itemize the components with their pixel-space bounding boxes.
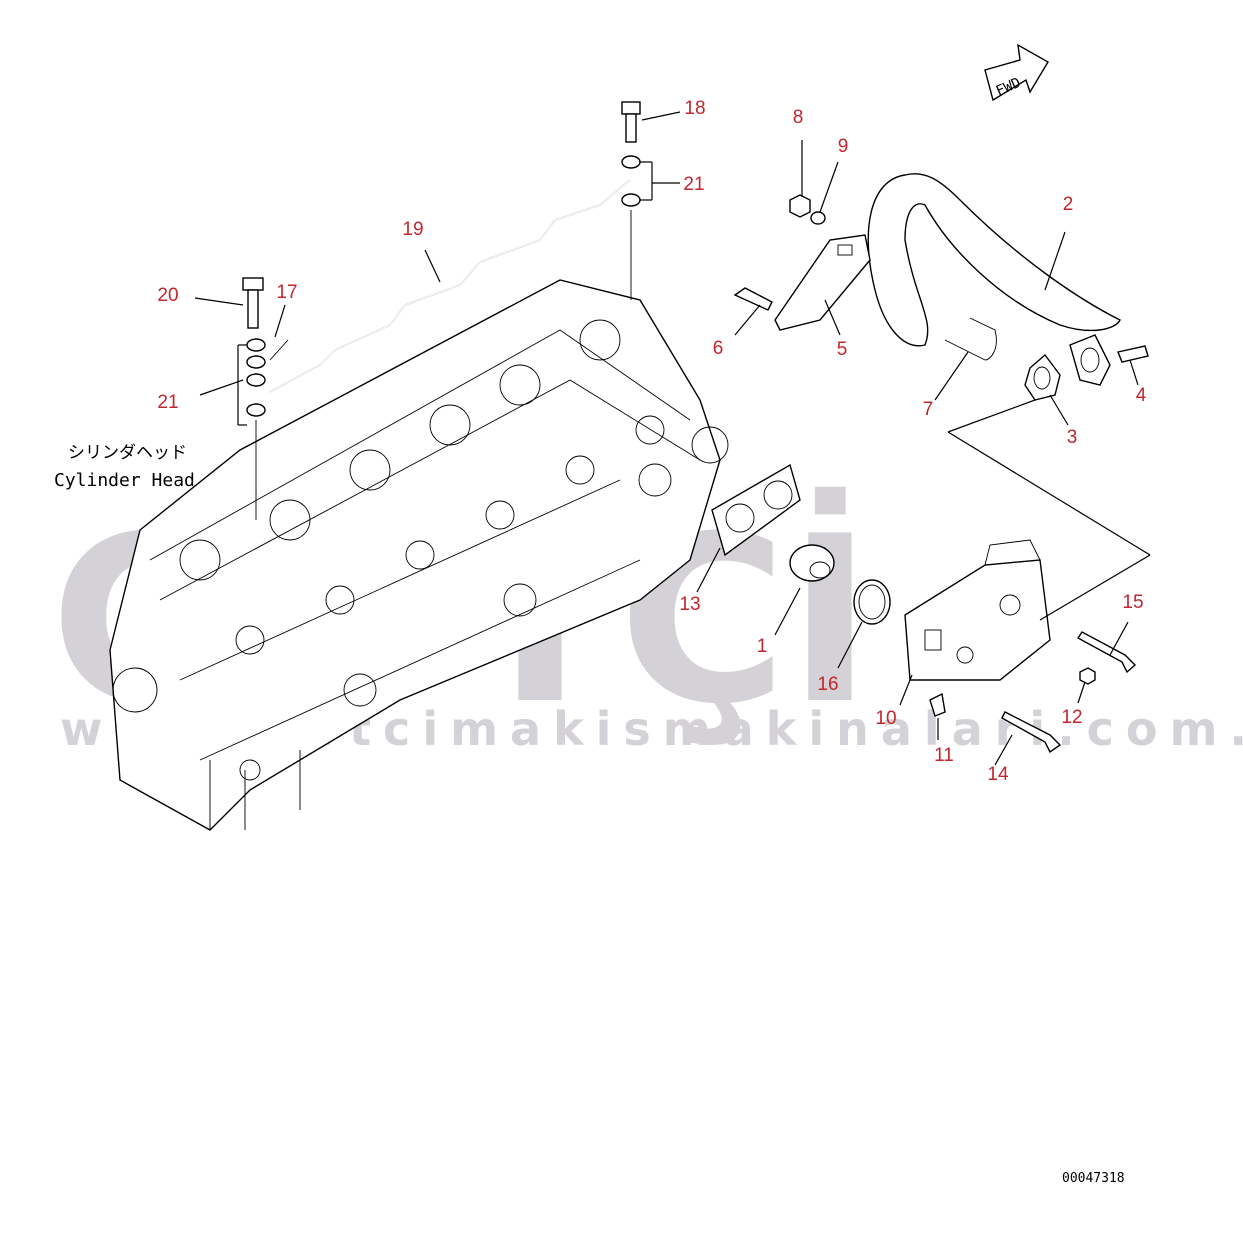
plug-11 [929, 692, 946, 717]
callout-21-upper: 21 [683, 174, 704, 195]
callout-14: 14 [987, 764, 1009, 785]
pipe-19 [269, 179, 631, 393]
callout-2: 2 [1063, 194, 1074, 215]
bolt-6 [733, 287, 773, 311]
bolt-20 [242, 277, 264, 329]
washers-21-lower [246, 338, 266, 417]
callout-8: 8 [793, 107, 804, 128]
housing-10 [904, 539, 1051, 681]
ref-label-jp: シリンダヘッド [68, 443, 187, 463]
callout-10: 10 [875, 708, 896, 729]
callout-16: 16 [817, 674, 838, 695]
reference-label: シリンダヘッド Cylinder Head [54, 443, 195, 491]
part-1 [789, 544, 835, 582]
callout-21-lower: 21 [157, 392, 178, 413]
callouts: 1 2 3 4 5 6 7 8 9 10 11 12 13 14 15 16 1… [157, 98, 1146, 785]
pipe-flange [1069, 334, 1111, 386]
clip-7 [944, 317, 997, 361]
callout-18: 18 [684, 98, 705, 119]
bolt-14 [1001, 711, 1062, 754]
o-ring-16 [853, 579, 891, 625]
bolt-4 [1117, 345, 1149, 363]
washers-21-upper [621, 155, 641, 207]
ref-label-en: Cylinder Head [54, 470, 195, 491]
callout-4: 4 [1136, 385, 1147, 406]
callout-12: 12 [1061, 707, 1082, 728]
drawing-number: 00047318 [1062, 1171, 1125, 1186]
plug-12 [1079, 667, 1096, 685]
nut-8 [789, 194, 811, 218]
fwd-arrow: FWD [984, 43, 1049, 102]
bracket-5 [774, 234, 871, 331]
callout-17: 17 [276, 282, 297, 303]
callout-11: 11 [934, 745, 954, 766]
bolt-15 [1076, 631, 1137, 674]
callout-6: 6 [713, 338, 724, 359]
cylinder-head-block [109, 279, 729, 831]
callout-19: 19 [402, 219, 423, 240]
callout-15: 15 [1122, 592, 1143, 613]
flange-3 [1024, 353, 1061, 401]
callout-13: 13 [679, 594, 700, 615]
gasket-13 [711, 463, 801, 557]
pipe-2 [867, 173, 1121, 347]
callout-9: 9 [838, 136, 849, 157]
leader-lines [194, 111, 1151, 766]
callout-3: 3 [1067, 427, 1078, 448]
callout-7: 7 [923, 399, 934, 420]
callout-1: 1 [757, 636, 768, 657]
bolt-18 [621, 101, 641, 143]
callout-20: 20 [157, 285, 178, 306]
washer-9 [810, 211, 826, 225]
callout-5: 5 [837, 339, 848, 360]
